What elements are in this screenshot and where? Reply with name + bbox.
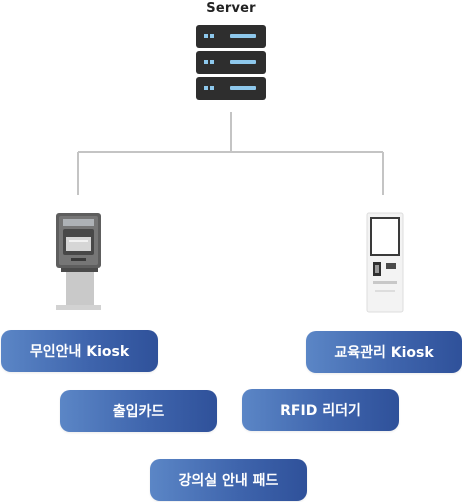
education-kiosk-pill: 교육관리 Kiosk <box>306 331 462 373</box>
unmanned-kiosk-pill: 무인안내 Kiosk <box>1 330 158 372</box>
server-label: Server <box>206 1 256 16</box>
touchscreen-kiosk-icon <box>366 212 404 313</box>
rfid-reader-pill: RFID 리더기 <box>242 389 399 431</box>
server-rack-icon <box>196 25 266 100</box>
kiosk-terminal-icon <box>56 213 101 310</box>
lecture-pad-pill: 강의실 안내 패드 <box>150 459 307 501</box>
connector-lines <box>77 112 384 195</box>
access-card-pill: 출입카드 <box>60 390 217 432</box>
